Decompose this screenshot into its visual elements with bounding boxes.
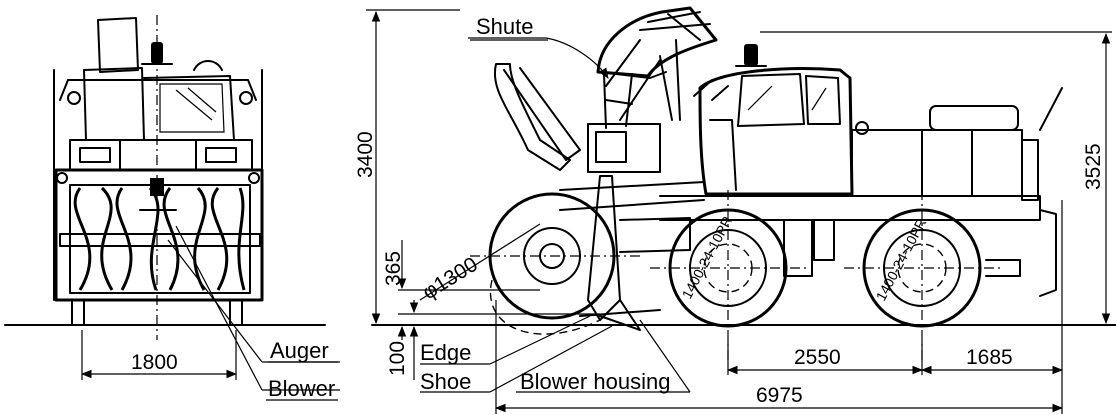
rear-spacing-label: 1685 [966, 346, 1013, 369]
front-beacon [151, 42, 163, 64]
side-shoe [599, 299, 641, 331]
front-windshield-glare [175, 87, 217, 121]
wheelbase-label: 2550 [794, 346, 841, 369]
side-cab [698, 67, 854, 196]
front-cab-left [83, 67, 145, 141]
side-blower-housing-top [587, 123, 661, 173]
label-blower-housing: Blower housing [520, 369, 670, 394]
front-roof-rail [59, 79, 257, 101]
side-edge [579, 309, 661, 317]
side-engine-housing [851, 129, 1023, 197]
side-antenna [1039, 87, 1063, 131]
label-auger: Auger [270, 338, 329, 363]
side-rear-wheel [844, 190, 1000, 360]
front-shoe-left [65, 299, 91, 326]
front-headlight-right [205, 147, 237, 163]
front-windshield [159, 83, 225, 133]
front-width-dimension: 1800 [131, 351, 178, 374]
side-cab-window-rear [805, 75, 841, 125]
front-view [4, 15, 340, 391]
label-shoe: Shoe [420, 369, 471, 394]
label-blower: Blower [268, 376, 335, 401]
front-auger-flights [73, 186, 246, 291]
side-cab-window-front [737, 73, 805, 127]
label-shute: Shute [476, 14, 534, 39]
front-auger-housing [54, 168, 264, 302]
height-3525-label: 3525 [1082, 143, 1105, 190]
front-body [69, 139, 253, 171]
overall-length-label: 6975 [756, 384, 803, 407]
side-chassis [659, 195, 1041, 221]
blower-diameter-label: φ1300 [418, 253, 481, 304]
side-beacon [744, 44, 758, 66]
side-view [366, 6, 1116, 414]
side-front-wheel [650, 190, 806, 360]
side-shute-frame [603, 39, 661, 129]
front-seat [97, 17, 139, 73]
front-headlight-left [79, 147, 111, 163]
side-drum-swing-arc [489, 279, 601, 335]
side-exhaust-tank [929, 105, 1019, 131]
side-deflector-arm [503, 67, 581, 161]
front-shoe-right [223, 299, 249, 326]
front-auger-shaft [59, 233, 261, 247]
label-edge: Edge [420, 340, 471, 365]
edge-height-label: 100 [386, 341, 409, 376]
height-3400-label: 3400 [354, 131, 377, 178]
side-blower-housing [587, 175, 621, 321]
housing-lift-label: 365 [382, 251, 405, 286]
